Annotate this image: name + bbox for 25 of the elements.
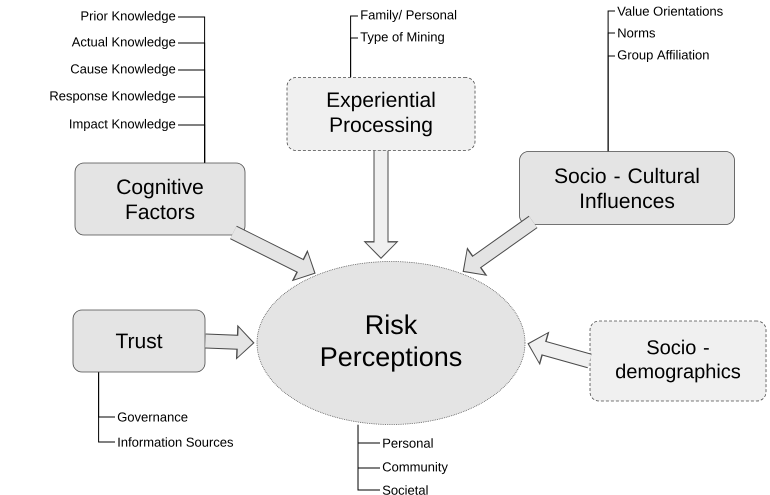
bracket-line: [178, 124, 206, 164]
process-box: Cognitive Factors: [74, 162, 246, 236]
list-item: Family/ Personal: [361, 10, 456, 22]
bracket-line: [98, 372, 116, 442]
bracket-line: [358, 424, 380, 490]
list-item: Norms: [618, 28, 656, 38]
list-item: Actual Knowledge: [72, 36, 176, 50]
list-item: Community: [382, 462, 448, 474]
bracket-line: [608, 56, 616, 152]
bracket-line: [350, 38, 358, 78]
list-item: Type of Mining: [360, 32, 444, 44]
process-box: Experiential Processing: [286, 77, 476, 151]
list-item: Information Sources: [118, 437, 234, 447]
list-item: Personal: [383, 438, 433, 448]
list-item: Value Orientations: [617, 6, 723, 16]
list-item: Societal: [382, 485, 428, 495]
list-item: Prior Knowledge: [81, 10, 176, 24]
process-box: Socio - demographics: [590, 320, 766, 402]
list-item: Response Knowledge: [50, 90, 176, 104]
list-item: Group Affiliation: [618, 50, 709, 62]
list-item: Impact Knowledge: [70, 118, 176, 132]
list-item: Cause Knowledge: [70, 64, 176, 76]
process-box: Trust: [72, 310, 206, 372]
process-box: Socio - Cultural Influences: [519, 151, 735, 225]
list-item: Governance: [118, 412, 188, 422]
